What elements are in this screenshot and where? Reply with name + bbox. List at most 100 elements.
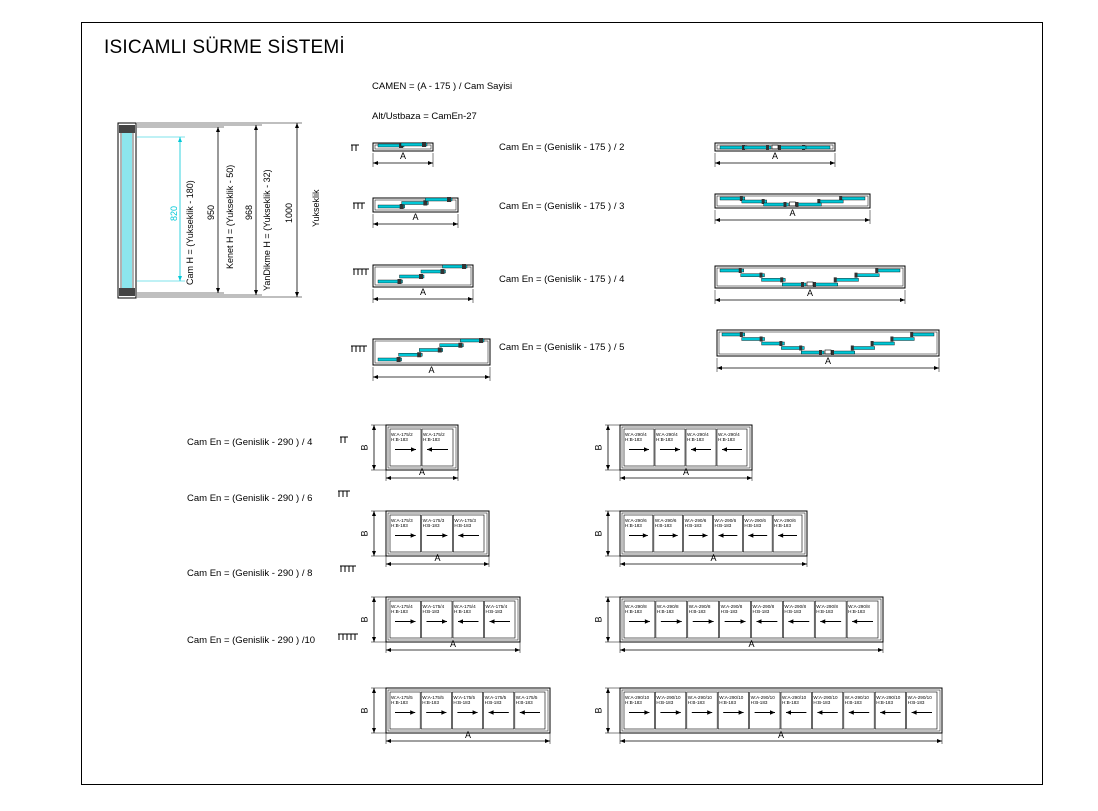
profile-dim-r4-head-r: [900, 298, 905, 302]
profile-glass-l5-1: [398, 353, 423, 357]
elev-panel-wlabel-r4-6: W:A-290/10: [813, 695, 838, 700]
elev-panel-wlabel-r4-7: W:A-290/10: [844, 695, 869, 700]
elev-dim-a-text-r3: A: [748, 639, 755, 649]
elev-panel-hlabel-r3-3: H:B-183: [720, 609, 738, 614]
profile-glass-l5-3: [439, 343, 464, 347]
profile-glass-r-r5-1: [891, 337, 915, 341]
profile-gasket-l-r5-2: [779, 341, 783, 346]
elev-frame-inner-r4: [621, 689, 941, 732]
elev-arrow-head-l3-2: [458, 619, 463, 624]
elev-arrow-head-r4-6: [817, 710, 823, 715]
profile-gasket-l-r3-1: [761, 199, 765, 204]
elev-arrow-head-r4-5: [786, 710, 791, 715]
elev-panel-hlabel-r2-1: H:B-183: [654, 523, 672, 528]
profile-glass-l-r5-2: [761, 341, 785, 346]
elev-panel-wlabel-r3-1: W:A-290/8: [656, 604, 679, 609]
elev-panel-r3-1: [655, 600, 688, 639]
elev-panel-l3-3: [484, 600, 516, 639]
elev-dim-b-text-l3: B: [359, 615, 370, 623]
elev-panel-hlabel-r3-4: H:B-183: [752, 609, 770, 614]
elev-dim-b-r1-head-t: [606, 425, 610, 430]
elev-arrow-head-l4-1: [441, 710, 447, 715]
elev-dim-b-text-l2: B: [359, 529, 370, 537]
profile-dim-l3-head-r: [453, 222, 458, 226]
profile-dim-l3-head-l: [373, 222, 378, 226]
profile-dim-l4-head-r: [468, 297, 473, 301]
profile-dim-l5-head-l: [373, 375, 378, 379]
elev-panel-hlabel-r1-1: H:B-183: [656, 437, 673, 442]
elev-panel-l3-0: [389, 600, 421, 639]
elev-frame-l4: [385, 687, 551, 734]
elev-panel-hlabel-l4-0: H:B-183: [391, 700, 408, 705]
elev-panel-wlabel-r4-0: W:A-290/10: [625, 695, 650, 700]
profile-gasket-r-r4-1: [854, 272, 858, 278]
dim-line-820-head-t: [178, 137, 182, 142]
camen-formula: CAMEN = (A - 175 ) / Cam Sayisi: [372, 81, 513, 92]
elev-arrow-head-r3-7: [852, 619, 858, 624]
elev-arrow-head-l4-0: [410, 710, 416, 715]
elev-panel-wlabel-r4-1: W:A-290/10: [656, 695, 681, 700]
elev-panel-r2-0: [623, 514, 654, 553]
elev-arrow-head-r4-0: [644, 710, 650, 715]
elev-panel-r3-2: [687, 600, 719, 639]
profile-gasket-r-r4-0: [875, 268, 879, 273]
profile-glass-r-r3-0: [839, 196, 866, 201]
elev-panel-wlabel-r1-3: W:A-290/4: [718, 432, 740, 437]
elev-panel-r4-3: [717, 691, 749, 730]
elev-panel-r1-0: [623, 428, 655, 467]
elev-panel-wlabel-l4-0: W:A-175/5: [391, 695, 413, 700]
elev-dim-b-l1-head-b: [372, 465, 376, 470]
elev-panel-wlabel-r2-0: W:A-290/6: [625, 518, 647, 523]
profile-glass-l3-1: [401, 201, 429, 205]
profile-glass-l4-3: [442, 264, 468, 269]
elev-panel-hlabel-l3-2: H:B-183: [454, 609, 471, 614]
elev-panel-hlabel-l4-3: H:B-183: [484, 700, 502, 705]
elev-panel-wlabel-r4-3: W:A-290/10: [719, 695, 744, 700]
elev-arrow-head-r2-2: [702, 533, 708, 538]
elev-panel-hlabel-l4-4: H:B-183: [515, 700, 533, 705]
elev-panel-wlabel-r4-2: W:A-290/10: [687, 695, 712, 700]
profile-dim-a-r3: A: [789, 208, 796, 218]
profile-gasket-l4-1: [419, 274, 423, 279]
elev-panel-r3-6: [814, 600, 847, 639]
elev-dim-b-r3-head-t: [606, 597, 610, 602]
elev-panel-wlabel-r3-2: W:A-290/8: [688, 604, 711, 609]
profile-formula-4: Cam En = (Genislik - 175 ) / 4: [499, 274, 625, 285]
elev-panel-wlabel-l2-2: W:A-175/3: [454, 518, 476, 523]
elev-dim-a-l2-head-l: [386, 562, 391, 566]
elev-panel-r4-5: [780, 691, 812, 730]
altustbaza-formula: Alt/Ustbaza = CamEn-27: [372, 111, 477, 122]
elev-panel-hlabel-l3-0: H:B-183: [391, 609, 408, 614]
elev-arrow-head-r2-4: [748, 533, 754, 538]
profile-dim-l4-head-l: [373, 297, 378, 301]
profile-dim-a-r2: A: [772, 151, 779, 161]
elev-panel-r3-7: [846, 600, 879, 639]
elev-panel-wlabel-l1-1: W:A-175/2: [423, 432, 445, 437]
elev-panel-wlabel-r2-3: W:A-290/6: [714, 518, 737, 523]
elev-arrow-head-r3-6: [820, 619, 826, 624]
elev-panel-wlabel-r3-3: W:A-290/8: [720, 604, 743, 609]
profile-gasket-l-r4-3: [801, 282, 804, 287]
elev-dim-a-r1-head-r: [747, 476, 752, 480]
elev-panel-r3-3: [719, 600, 751, 639]
profile-dim-a-l4: A: [420, 287, 427, 297]
profile-frame-inner-r5: [718, 331, 938, 355]
elev-panel-r4-4: [749, 691, 781, 730]
elev-panel-l1-0: [389, 428, 422, 467]
elev-arrow-head-r4-3: [738, 710, 744, 715]
elev-frame-inner-r1: [621, 426, 751, 469]
elev-panel-hlabel-l3-1: H:B-183: [422, 609, 440, 614]
elev-arrow-head-r1-0: [644, 447, 649, 452]
elev-dim-b-l3-head-b: [372, 637, 376, 642]
elev-panel-r2-5: [772, 514, 803, 553]
elev-arrow-head-l3-1: [442, 619, 447, 624]
elev-panel-l2-2: [453, 514, 485, 553]
elev-arrow-head-r2-1: [672, 533, 678, 538]
elev-arrow-head-r1-1: [675, 447, 680, 452]
elev-arrow-head-r2-3: [718, 533, 724, 538]
elev-panel-wlabel-l3-0: W:A-175/4: [391, 604, 413, 609]
elev-dim-a-text-l1: A: [419, 467, 426, 477]
drawing-frame: [81, 22, 1043, 785]
elev-panel-l3-2: [452, 600, 484, 639]
